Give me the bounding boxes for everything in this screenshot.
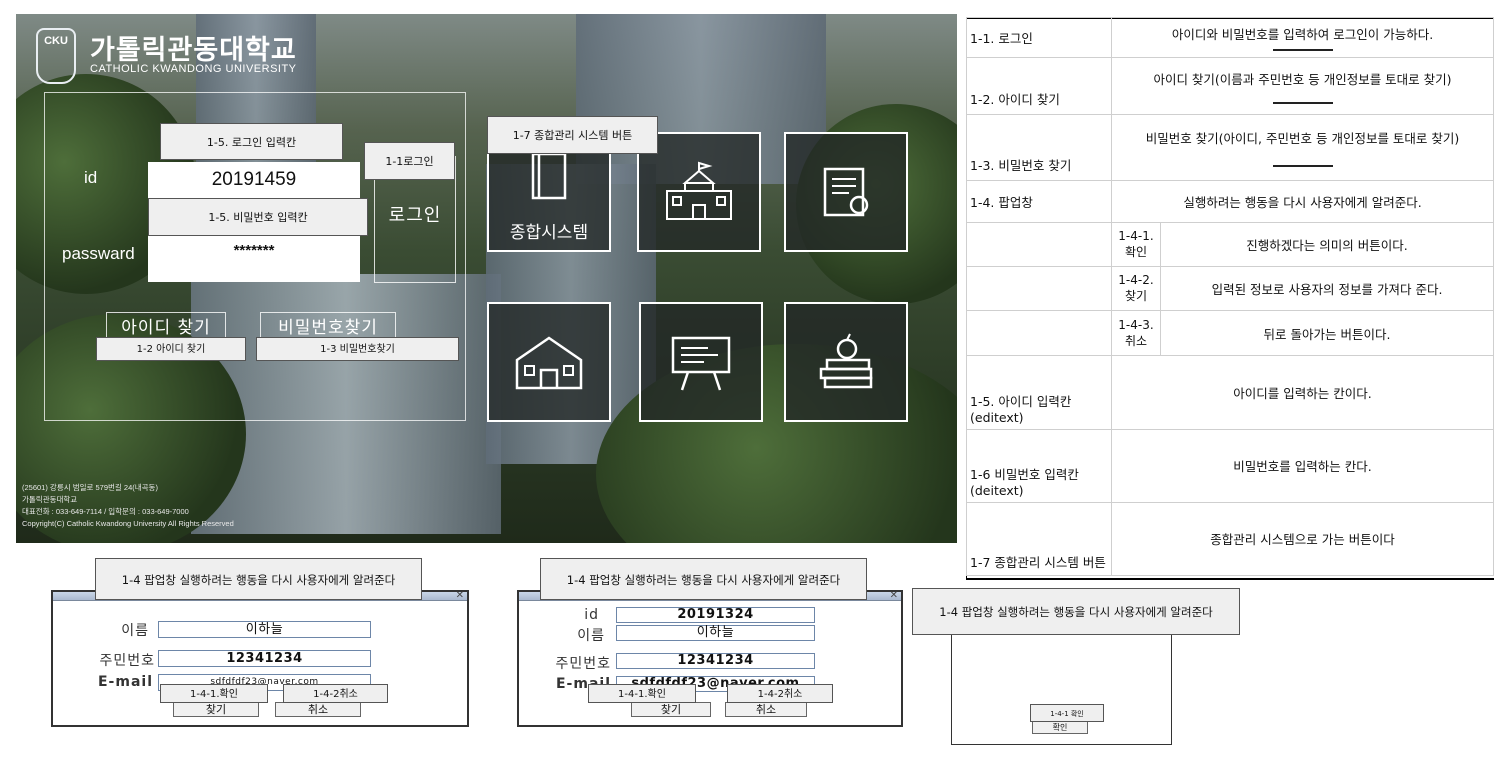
find-button[interactable]: 찾기 — [173, 702, 259, 717]
books-apple-icon — [819, 333, 873, 389]
footer-name: 가톨릭관동대학교 — [22, 495, 78, 504]
annotation-confirm: 1-4-1.확인 — [588, 684, 696, 703]
row-desc: 실행하려는 행동을 다시 사용자에게 알려준다. — [1111, 180, 1494, 224]
annotation-cancel: 1-4-2취소 — [727, 684, 833, 703]
rrn-input[interactable]: 12341234 — [616, 653, 815, 669]
spec-table: 1-1. 로그인 아이디와 비밀번호를 입력하여 로그인이 가능하다. 1-2.… — [966, 16, 1494, 577]
row-desc: 아이디를 입력하는 칸이다. — [1111, 354, 1494, 430]
id-input[interactable]: 20191324 — [616, 607, 815, 623]
university-logo-icon: CKU — [36, 28, 76, 84]
row-desc: 아이디 찾기(이름과 주민번호 등 개인정보를 토대로 찾기) — [1111, 57, 1494, 116]
rrn-label: 주민번호 — [555, 656, 611, 672]
footer-phone: 대표전화 : 033-649-7114 / 입학문의 : 033-649-700… — [22, 507, 189, 516]
id-label: id — [584, 607, 599, 623]
table-row: 1-1. 로그인 아이디와 비밀번호를 입력하여 로그인이 가능하다. — [966, 16, 1494, 59]
row-desc: 종합관리 시스템으로 가는 버튼이다 — [1111, 501, 1494, 577]
row-name: 1-7 종합관리 시스템 버튼 — [966, 501, 1112, 577]
table-row: 1-4. 팝업창 실행하려는 행동을 다시 사용자에게 알려준다. — [966, 180, 1494, 224]
row-desc: 입력된 정보로 사용자의 정보를 가져다 준다. — [1160, 266, 1494, 312]
annotation-cancel: 1-4-2취소 — [283, 684, 388, 703]
login-screen-mockup: CKU 가톨릭관동대학교 CATHOLIC KWANDONG UNIVERSIT… — [16, 14, 957, 543]
row-desc: 비밀번호 찾기(아이디, 주민번호 등 개인정보를 토대로 찾기) — [1111, 114, 1494, 182]
close-icon[interactable]: ✕ — [889, 590, 898, 601]
name-label: 이름 — [121, 623, 149, 639]
annotation-find-password: 1-3 비밀번호찾기 — [256, 337, 459, 361]
table-row: 1-4-1. 확인 진행하겠다는 의미의 버튼이다. — [966, 222, 1494, 268]
annotation-confirm: 1-4-1 확인 — [1030, 704, 1104, 722]
row-name-empty — [966, 222, 1112, 268]
background-building — [191, 274, 501, 534]
table-row: 1-2. 아이디 찾기 아이디 찾기(이름과 주민번호 등 개인정보를 토대로 … — [966, 57, 1494, 116]
row-name: 1-2. 아이디 찾기 — [966, 57, 1112, 116]
row-name: 1-5. 아이디 입력칸(editext) — [966, 354, 1112, 430]
presentation-tile-button[interactable] — [639, 302, 763, 422]
password-label: passward — [62, 244, 135, 263]
rrn-input[interactable]: 12341234 — [158, 650, 371, 667]
row-desc: 뒤로 돌아가는 버튼이다. — [1160, 310, 1494, 356]
row-name-empty — [966, 310, 1112, 356]
row-name: 1-4. 팝업창 — [966, 180, 1112, 224]
annotation-popup: 1-4 팝업창 실행하려는 행동을 다시 사용자에게 알려준다 — [540, 558, 867, 600]
annotation-find-id: 1-2 아이디 찾기 — [96, 337, 246, 361]
annotation-confirm: 1-4-1.확인 — [160, 684, 268, 703]
table-row: 1-3. 비밀번호 찾기 비밀번호 찾기(아이디, 주민번호 등 개인정보를 토… — [966, 114, 1494, 182]
annotation-password-input: 1-5. 비밀번호 입력칸 — [148, 198, 368, 236]
university-name-en: CATHOLIC KWANDONG UNIVERSITY — [90, 63, 297, 75]
find-button[interactable]: 찾기 — [631, 702, 711, 717]
name-input[interactable]: 이하늘 — [616, 625, 815, 641]
row-name: 1-1. 로그인 — [966, 16, 1112, 59]
books-tile-button[interactable] — [784, 302, 908, 422]
footer-copyright: Copyright(C) Catholic Kwandong Universit… — [22, 519, 234, 528]
annotation-popup: 1-4 팝업창 실행하려는 행동을 다시 사용자에게 알려준다 — [912, 588, 1240, 635]
annotation-system-button: 1-7 종합관리 시스템 버튼 — [487, 116, 658, 154]
annotation-login: 1-1로그인 — [364, 142, 455, 180]
annotation-popup: 1-4 팝업창 실행하려는 행동을 다시 사용자에게 알려준다 — [95, 558, 422, 600]
table-row: 1-7 종합관리 시스템 버튼 종합관리 시스템으로 가는 버튼이다 — [966, 501, 1494, 577]
certificate-tile-button[interactable] — [784, 132, 908, 252]
book-icon — [531, 152, 567, 200]
close-icon[interactable]: ✕ — [455, 590, 464, 601]
row-sub: 1-4-1. 확인 — [1111, 222, 1161, 268]
row-desc: 아이디와 비밀번호를 입력하여 로그인이 가능하다. — [1111, 16, 1494, 59]
table-row: 1-6 비밀번호 입력칸(deitext) 비밀번호를 입력하는 칸다. — [966, 428, 1494, 503]
annotation-login-input: 1-5. 로그인 입력칸 — [160, 123, 343, 160]
rrn-label: 주민번호 — [99, 653, 155, 669]
table-row: 1-4-3. 취소 뒤로 돌아가는 버튼이다. — [966, 310, 1494, 356]
confirm-dialog: 확인 — [951, 625, 1172, 745]
find-password-dialog: ✕ id 20191324 이름 이하늘 주민번호 12341234 E-mai… — [517, 590, 903, 727]
name-input[interactable]: 이하늘 — [158, 621, 371, 638]
house-icon — [515, 336, 583, 390]
school-icon — [666, 161, 732, 220]
find-id-dialog: ✕ 이름 이하늘 주민번호 12341234 E-mail sdfdfdf23@… — [51, 590, 469, 727]
integrated-system-label: 종합시스템 — [509, 223, 589, 243]
hero-footer: (25601) 강릉시 범일로 579번길 24(내곡동) 가톨릭관동대학교 대… — [22, 482, 234, 530]
id-label: id — [84, 168, 98, 187]
cancel-button[interactable]: 취소 — [725, 702, 807, 717]
row-desc: 비밀번호를 입력하는 칸다. — [1111, 428, 1494, 503]
table-row: 1-4-2. 찾기 입력된 정보로 사용자의 정보를 가져다 준다. — [966, 266, 1494, 312]
password-input[interactable]: ******* — [148, 236, 360, 282]
row-desc: 진행하겠다는 의미의 버튼이다. — [1160, 222, 1494, 268]
table-row: 1-5. 아이디 입력칸(editext) 아이디를 입력하는 칸이다. — [966, 354, 1494, 430]
login-panel-frame — [44, 92, 466, 421]
row-sub: 1-4-3. 취소 — [1111, 310, 1161, 356]
row-name: 1-6 비밀번호 입력칸(deitext) — [966, 428, 1112, 503]
cancel-button[interactable]: 취소 — [275, 702, 361, 717]
row-name-empty — [966, 266, 1112, 312]
certificate-icon — [823, 167, 869, 217]
name-label: 이름 — [577, 628, 605, 644]
row-sub: 1-4-2. 찾기 — [1111, 266, 1161, 312]
house-tile-button[interactable] — [487, 302, 611, 422]
row-name: 1-3. 비밀번호 찾기 — [966, 114, 1112, 182]
university-name-ko: 가톨릭관동대학교 — [90, 35, 297, 66]
id-input[interactable]: 20191459 — [148, 162, 360, 198]
footer-address: (25601) 강릉시 범일로 579번길 24(내곡동) — [22, 483, 158, 492]
email-label: E-mail — [97, 674, 153, 690]
presentation-board-icon — [671, 336, 731, 391]
